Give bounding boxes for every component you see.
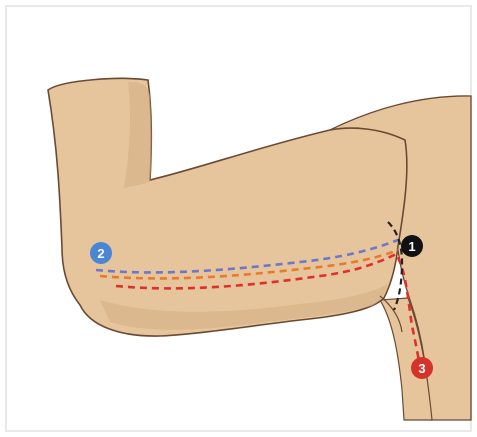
marker-1-label: 1 <box>408 239 415 254</box>
marker-3-label: 3 <box>418 361 425 376</box>
marker-3: 3 <box>411 357 433 379</box>
marker-2: 2 <box>90 242 112 264</box>
marker-1: 1 <box>401 235 423 257</box>
marker-2-label: 2 <box>97 246 104 261</box>
